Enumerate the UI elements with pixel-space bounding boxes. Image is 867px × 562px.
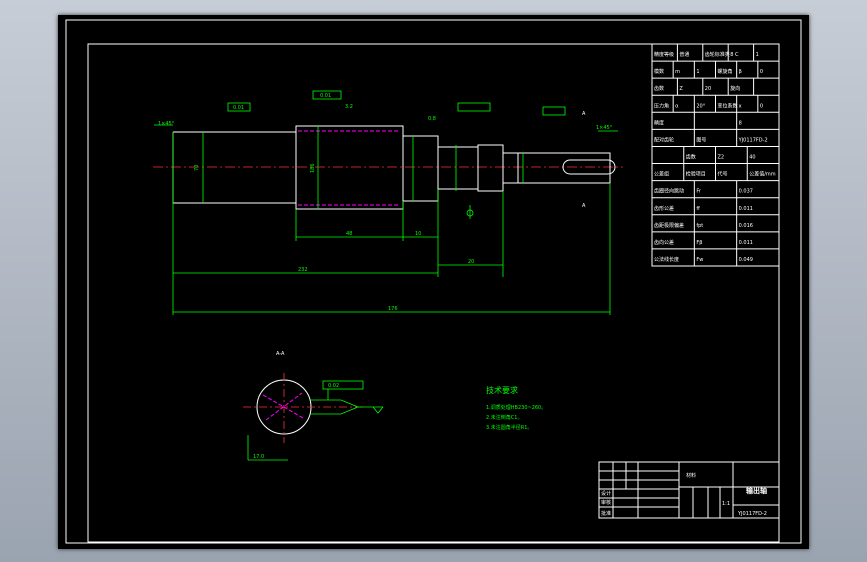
dim-l2: 10 — [415, 231, 421, 237]
gear-table-cell: ff — [696, 206, 700, 212]
gear-table-cell: Fβ — [696, 240, 702, 246]
gear-table-cell: 0.011 — [739, 206, 753, 212]
gear-table-cell: 0.049 — [739, 257, 753, 263]
gear-table-cell: 齿圈径向跳动 — [654, 188, 684, 195]
gear-table-cell: 8 — [739, 120, 742, 126]
gear-table-cell: 齿距极限偏差 — [654, 222, 684, 229]
gear-table-cell: 齿数 — [686, 154, 696, 161]
svg-text:A: A — [582, 203, 586, 209]
gear-table-cell: Z2 — [718, 155, 725, 161]
ra-1: 3.2 — [345, 104, 353, 110]
gear-table-cell: 齿轮标准类 — [705, 51, 730, 58]
gear-table-cell: 模数 — [654, 68, 664, 75]
title-part-name: 输出轴 — [746, 486, 767, 495]
title-checker: 审核 — [601, 499, 611, 506]
ra-2: 0.8 — [428, 116, 436, 122]
gear-table-cell: 齿向公差 — [654, 239, 674, 246]
section-view: A-A 17.0 0.02 — [243, 351, 384, 461]
tol-2: 0.01 — [320, 93, 331, 99]
dim-d1: 70 — [194, 165, 200, 171]
gear-table-cell: fpt — [696, 223, 703, 229]
gear-table-cell: 20 — [705, 86, 711, 92]
title-designer: 设计 — [601, 490, 611, 497]
gear-table-cell: x — [739, 103, 742, 109]
gear-table-cell: 齿形公差 — [654, 205, 674, 212]
dim-l1: 48 — [346, 231, 352, 237]
drawing-canvas[interactable]: 1×45° 1×45° 70 186 48 10 20 232 176 0.01… — [58, 15, 809, 549]
title-unit: 材料 — [686, 472, 696, 479]
dimension-lines — [154, 90, 618, 315]
dim-d3: 232 — [298, 267, 308, 273]
gear-table-cell: Fw — [696, 257, 703, 263]
tech-item-3: 3.未注圆角半径R1。 — [486, 424, 532, 431]
tol-1: 0.01 — [233, 105, 244, 111]
title-block: 材料 输出轴 YJ0117FD-2 设计 审核 批准 1:1 — [598, 461, 780, 519]
gear-table-cell: 旋向 — [730, 85, 740, 92]
dimension-texts: 1×45° 1×45° 70 186 48 10 20 232 176 0.01… — [158, 93, 613, 312]
section-label: A-A — [276, 351, 285, 357]
gear-table-cell: YJ0117FD-2 — [738, 137, 768, 143]
gear-table-cell: 0.016 — [739, 223, 753, 229]
gear-table-cell: 0 — [760, 69, 763, 75]
gear-table-cell: α — [675, 103, 679, 109]
title-drawing-no: YJ0117FD-2 — [737, 511, 767, 517]
gear-table-cell: 螺旋角 — [718, 68, 733, 75]
gear-table-cell: 20° — [696, 103, 705, 109]
svg-text:1×45°: 1×45° — [596, 125, 613, 131]
gear-table-cell: 配对齿轮 — [654, 136, 674, 143]
tech-requirements: 技术要求 1.调质处理HB230~260。 2.未注倒角C1。 3.未注圆角半径… — [486, 385, 546, 431]
svg-text:1×45°: 1×45° — [158, 121, 175, 127]
title-scale: 1:1 — [722, 501, 730, 507]
dim-total: 176 — [388, 306, 398, 312]
gear-table-cell: 检验项目 — [686, 171, 706, 178]
gear-table-cell: m — [675, 69, 680, 75]
gear-table-cell: 0.037 — [739, 189, 753, 195]
svg-text:17.0: 17.0 — [253, 454, 264, 460]
gear-table-cell: 公差值/mm — [749, 171, 776, 178]
tech-item-2: 2.未注倒角C1。 — [486, 414, 522, 421]
gear-table-cell: 0.011 — [739, 240, 753, 246]
gear-table-cell: 公差组 — [654, 171, 669, 178]
gear-table-cell: 齿数 — [654, 85, 664, 92]
tech-item-1: 1.调质处理HB230~260。 — [486, 404, 546, 411]
drawing-svg: 1×45° 1×45° 70 186 48 10 20 232 176 0.01… — [65, 19, 802, 544]
gear-table-cell: 1 — [696, 69, 699, 75]
dim-d2: 186 — [310, 163, 316, 173]
gear-table-cell: 精度 — [654, 119, 664, 126]
inner-border — [87, 43, 780, 543]
outer-border — [65, 19, 802, 544]
gear-table-cell: 图号 — [696, 137, 706, 143]
svg-text:0.02: 0.02 — [328, 383, 339, 389]
shaft-outline — [172, 125, 616, 210]
gear-table-cell: 压力角 — [654, 102, 669, 109]
gear-table-cell: 8 C — [730, 52, 739, 58]
gear-table-cell: 变位系数 — [718, 102, 738, 109]
tech-title: 技术要求 — [486, 385, 518, 395]
title-approver: 批准 — [601, 510, 611, 517]
gear-table-cell: 精度等级 — [654, 51, 674, 58]
gear-table-cell: 公法线长度 — [654, 256, 679, 263]
gear-table-cell: Fr — [696, 189, 702, 195]
svg-text:A: A — [582, 111, 586, 117]
gear-table-cell: 40 — [749, 155, 755, 161]
gear-table-cell: 代号 — [718, 171, 728, 178]
gear-table-cell: 1 — [756, 52, 759, 58]
dim-l3: 20 — [468, 259, 474, 265]
gear-table-cell: 普通 — [679, 51, 689, 58]
gear-table-cell: 0 — [760, 103, 763, 109]
gear-table-cell: β — [739, 69, 742, 75]
gear-table-cell: Z — [679, 86, 683, 92]
